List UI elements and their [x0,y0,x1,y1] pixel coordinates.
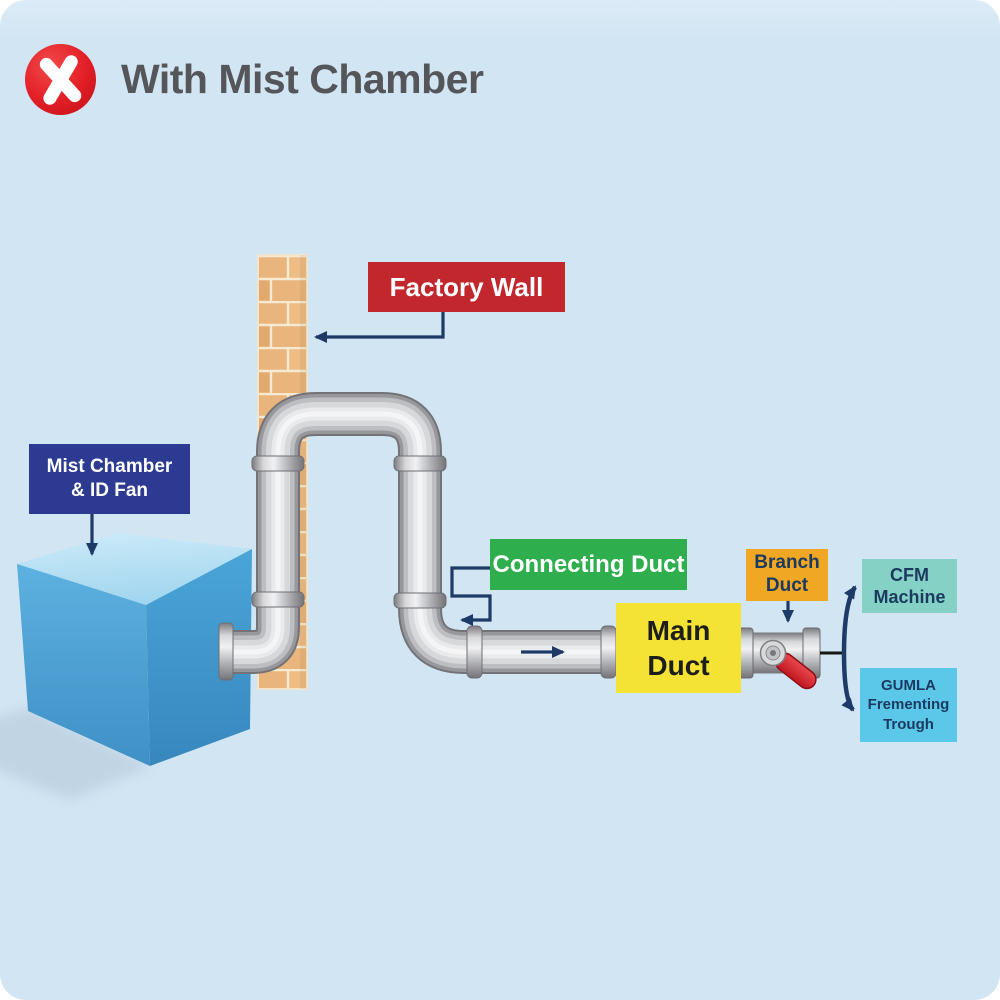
branch-valve [735,627,821,690]
branch-duct-line2: Duct [765,575,809,596]
branch-duct-label: Branch Duct [746,549,828,601]
branch-duct-line1: Branch [754,552,820,574]
cfm-machine-line1: CFM [890,564,929,585]
mist-chamber-line2: & ID Fan [70,480,149,501]
gumla-trough-line1: GUMLA [881,676,936,694]
connecting-duct-text: Connecting Duct [492,550,685,578]
cfm-machine-label: CFM Machine [862,559,957,613]
mist-chamber-label: Mist Chamber & ID Fan [29,444,190,514]
to-cfm-arrow [841,585,857,654]
factory-wall-text: Factory Wall [389,271,544,302]
main-duct-label: Main Duct [616,603,741,693]
connecting-duct-pointer [450,566,492,626]
cfm-machine-line2: Machine [873,587,946,607]
gumla-trough-line2: Frementing [867,696,950,714]
gumla-trough-line3: Trough [883,715,934,733]
chamber-shadow [0,708,152,800]
factory-wall-label: Factory Wall [368,262,565,312]
duct-run [226,392,741,674]
connecting-duct-label: Connecting Duct [490,539,687,590]
factory-wall-pointer [314,311,445,343]
to-gumla-arrow [841,652,855,712]
mist-chamber-cube [17,533,252,766]
x-circle-icon [25,44,96,115]
duct-couplings [218,455,617,681]
main-duct-line1: Main [646,615,711,646]
mist-chamber-line1: Mist Chamber [46,456,173,478]
page-title: With Mist Chamber [121,56,484,102]
main-duct-line2: Duct [647,650,710,681]
gumla-trough-label: GUMLA Frementing Trough [860,668,957,742]
